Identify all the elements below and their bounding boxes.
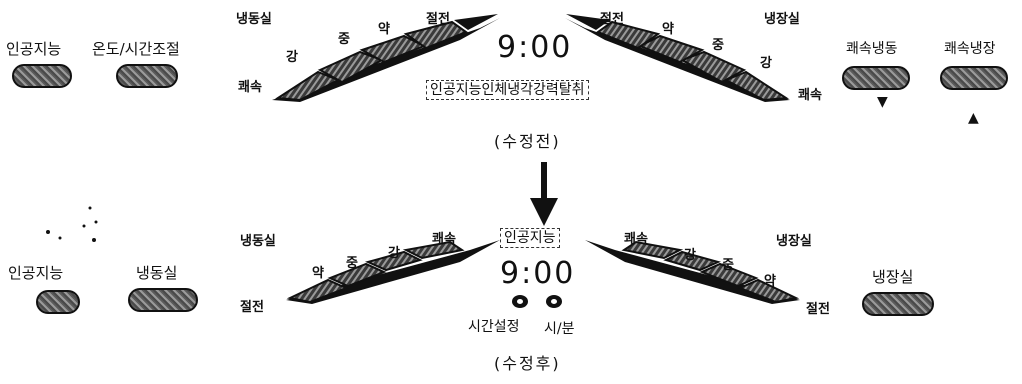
fridge-level-strong-after: 강: [684, 248, 696, 263]
freezer-level-rapid: 쾌속: [238, 80, 262, 95]
hour-minute-button[interactable]: [546, 295, 562, 308]
mode-indicator-text: 인공지능: [500, 228, 560, 248]
rapid-cool-label: 쾌속냉장: [944, 41, 996, 57]
freezer-label-after: 냉동실: [240, 234, 276, 249]
freezer-level-medium-after: 중: [346, 256, 358, 271]
top-fridge-fan: [565, 14, 790, 102]
temp-time-button[interactable]: [116, 64, 178, 88]
fridge-label: 냉장실: [764, 12, 800, 27]
up-arrow-small-icon: ▲: [968, 110, 979, 126]
rapid-freeze-button[interactable]: [842, 66, 910, 90]
time-set-label: 시간설정: [468, 319, 520, 335]
bottom-freezer-fan: [286, 240, 500, 304]
fridge-level-rapid: 쾌속: [798, 88, 822, 103]
top-freezer-fan: [272, 14, 500, 102]
hour-minute-label: 시/분: [544, 321, 575, 337]
freezer-level-saving-after: 절전: [240, 300, 264, 315]
ai-button-label: 인공지능: [6, 40, 62, 58]
freezer-level-strong: 강: [286, 50, 298, 65]
down-arrow-small-icon: ▼: [877, 94, 888, 110]
caption-after: (수정후): [494, 354, 561, 373]
caption-before: (수정전): [494, 132, 561, 151]
clock-display-after: 9:00: [500, 256, 576, 291]
rapid-cool-button[interactable]: [940, 66, 1008, 90]
ai-button-label-after: 인공지능: [8, 264, 64, 282]
freezer-button-label: 냉동실: [136, 264, 178, 282]
freezer-level-saving: 절전: [426, 12, 450, 27]
fridge-level-medium: 중: [712, 38, 724, 53]
temp-time-button-label: 온도/시간조절: [92, 40, 180, 58]
fridge-level-strong: 강: [760, 56, 772, 71]
fridge-level-weak-after: 약: [764, 274, 776, 289]
down-arrow-icon: [530, 162, 558, 226]
freezer-level-strong-after: 강: [388, 246, 400, 261]
indicator-dots: [46, 206, 98, 242]
fridge-level-saving-after: 절전: [806, 302, 830, 317]
fridge-level-rapid-after: 쾌속: [624, 232, 648, 247]
fridge-button[interactable]: [862, 292, 934, 316]
rapid-freeze-label: 쾌속냉동: [846, 41, 898, 57]
freezer-level-weak-after: 약: [312, 266, 324, 281]
ai-button-after[interactable]: [36, 290, 80, 314]
freezer-label: 냉동실: [236, 12, 272, 27]
ai-button[interactable]: [12, 64, 72, 88]
freezer-level-medium: 중: [338, 32, 350, 47]
freezer-level-rapid-after: 쾌속: [432, 232, 456, 247]
freezer-button[interactable]: [128, 288, 198, 312]
fridge-level-weak: 약: [662, 22, 674, 37]
clock-display: 9:00: [497, 30, 573, 65]
time-set-button[interactable]: [512, 295, 528, 308]
fridge-label-after: 냉장실: [776, 234, 812, 249]
freezer-level-weak: 약: [378, 22, 390, 37]
fridge-button-label: 냉장실: [872, 268, 914, 286]
fridge-level-medium-after: 중: [722, 258, 734, 273]
status-indicator-text: 인공지능인체냉각강력탈취: [426, 80, 589, 100]
fridge-level-saving: 절전: [600, 12, 624, 27]
bottom-fridge-fan: [585, 240, 800, 304]
